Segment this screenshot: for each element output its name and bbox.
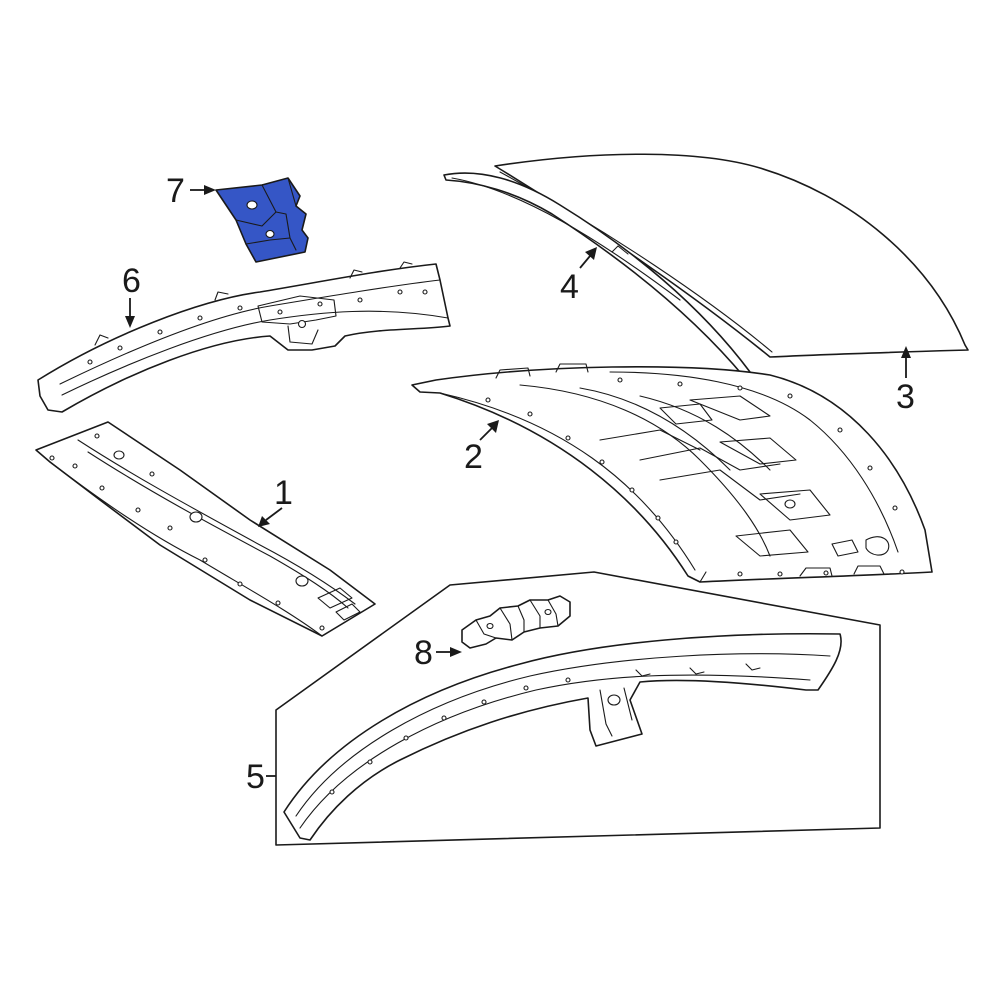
part-7-bracket[interactable]: [215, 177, 309, 263]
leader-lines: [125, 185, 911, 777]
part-1-reinforcement[interactable]: [35, 421, 376, 637]
part-6-front-header[interactable]: [37, 261, 451, 413]
callout-7: 7: [166, 172, 185, 210]
part-5-frame-box: [275, 571, 881, 846]
callout-1: 1: [274, 474, 293, 512]
part-2-roof-frame[interactable]: [411, 363, 933, 583]
part-8-bracket[interactable]: [461, 595, 571, 649]
part-3-roof-panel[interactable]: [494, 153, 969, 358]
callout-4: 4: [560, 268, 579, 306]
callout-8: 8: [414, 634, 433, 672]
callout-6: 6: [122, 262, 141, 300]
part-5-rear-header[interactable]: [283, 632, 842, 841]
callout-5: 5: [246, 758, 265, 796]
callout-labels: 1 2 3 4 5 6 7 8: [122, 172, 915, 796]
callout-3: 3: [896, 378, 915, 416]
callout-2: 2: [464, 438, 483, 476]
